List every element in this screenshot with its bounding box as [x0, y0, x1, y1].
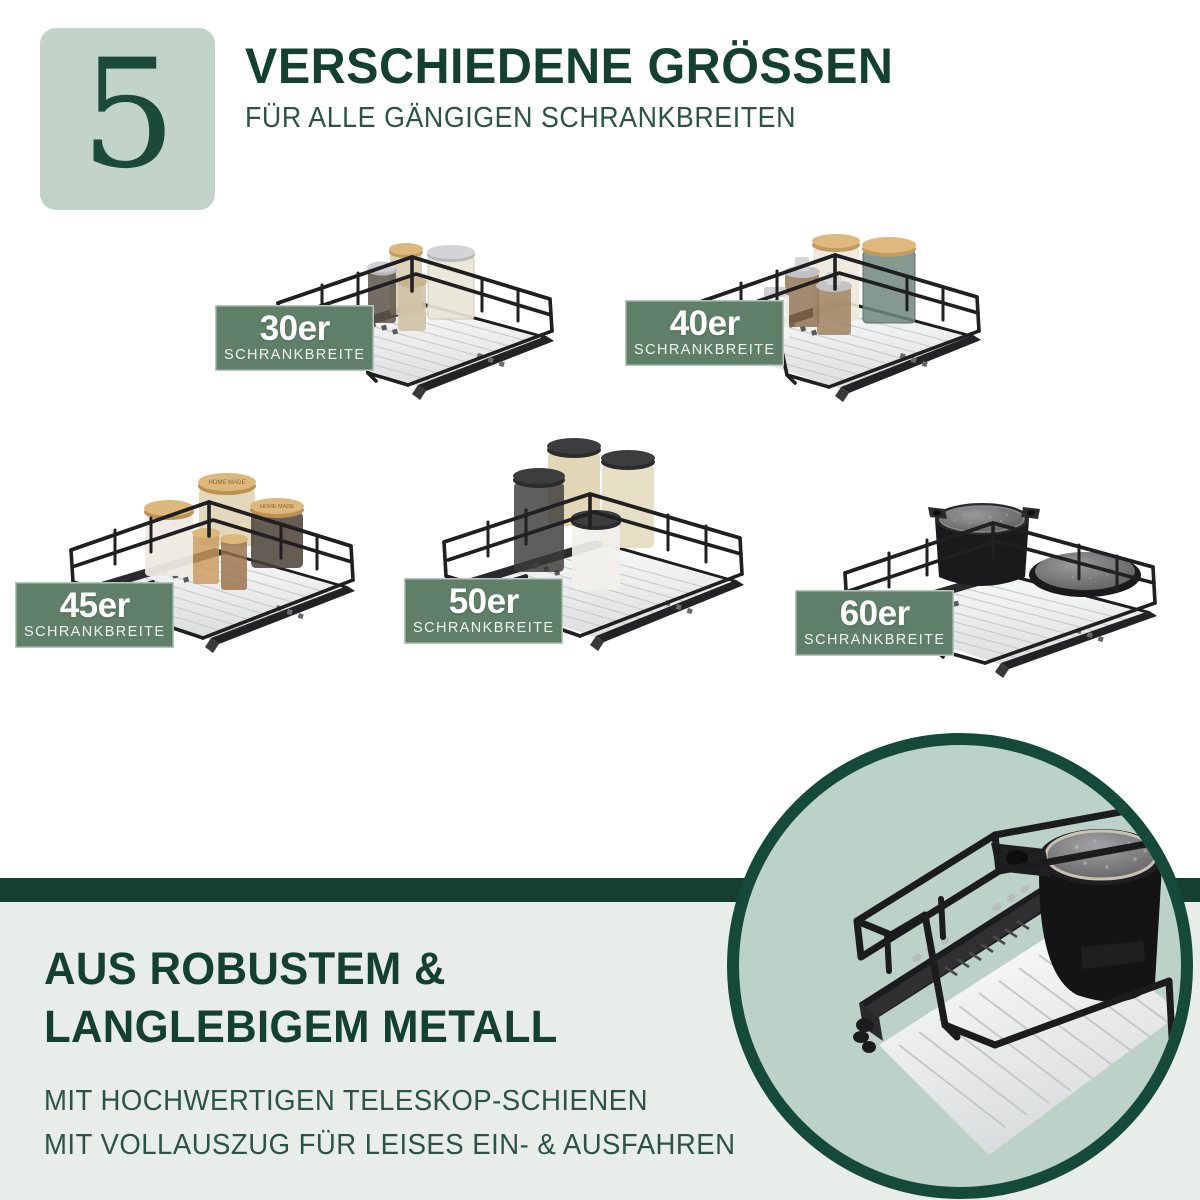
size-badge-45er: 45er SCHRANKBREITE: [15, 582, 175, 648]
svg-text:HOME MADE: HOME MADE: [260, 504, 294, 510]
bottom-subtext-line1: MIT HOCHWERTIGEN TELESKOP-SCHIENEN: [44, 1085, 648, 1118]
top-section: 5 VERSCHIEDENE GRÖSSEN FÜR ALLE GÄNGIGEN…: [15, 28, 1185, 680]
detail-circle-ring: [727, 733, 1193, 1199]
product-40er: 40er SCHRANKBREITE: [625, 195, 1005, 410]
size-badge-caption: SCHRANKBREITE: [224, 347, 366, 364]
product-45er: HOME MADE HOME MADE: [15, 440, 375, 670]
size-badge-50er: 50er SCHRANKBREITE: [404, 578, 564, 644]
count-badge: 5: [40, 28, 215, 210]
size-badge-30er: 30er SCHRANKBREITE: [215, 305, 375, 371]
size-badge-caption: SCHRANKBREITE: [413, 620, 555, 637]
bottom-headline-line2: LANGLEBIGEM METALL: [44, 1000, 558, 1052]
product-30er: 30er SCHRANKBREITE: [215, 195, 580, 410]
size-badge-label: 30er: [259, 309, 331, 348]
page-title: VERSCHIEDENE GRÖSSEN: [245, 38, 894, 94]
bottom-headline-line1: AUS ROBUSTEM &: [44, 943, 446, 994]
size-badge-60er: 60er SCHRANKBREITE: [795, 590, 955, 656]
size-badge-label: 45er: [59, 586, 131, 625]
product-50er: 50er SCHRANKBREITE: [404, 430, 765, 670]
page-subtitle: FÜR ALLE GÄNGIGEN SCHRANKBREITEN: [245, 101, 796, 134]
header-text-group: VERSCHIEDENE GRÖSSEN FÜR ALLE GÄNGIGEN S…: [245, 40, 1145, 135]
product-image-50er: [442, 438, 744, 651]
bottom-subtext-group: MIT HOCHWERTIGEN TELESKOP-SCHIENEN MIT V…: [44, 1079, 772, 1167]
detail-circle-image: [853, 801, 1181, 1155]
size-badge-40er: 40er SCHRANKBREITE: [625, 300, 785, 366]
header: 5 VERSCHIEDENE GRÖSSEN FÜR ALLE GÄNGIGEN…: [40, 28, 1160, 213]
detail-circle: [727, 733, 1193, 1199]
svg-text:HOME MADE: HOME MADE: [208, 480, 245, 486]
size-badge-label: 50er: [448, 582, 520, 621]
size-badge-label: 40er: [669, 304, 741, 343]
bottom-subtext-line2: MIT VOLLAUSZUG FÜR LEISES EIN- & AUSFAHR…: [44, 1129, 736, 1162]
size-badge-caption: SCHRANKBREITE: [24, 624, 166, 641]
product-image-30er: [276, 243, 554, 400]
size-badge-caption: SCHRANKBREITE: [804, 632, 946, 649]
bottom-text-group: AUS ROBUSTEM & LANGLEBIGEM METALL MIT HO…: [44, 940, 772, 1167]
product-60er: 60er SCHRANKBREITE: [795, 465, 1185, 680]
size-badge-label: 60er: [839, 594, 911, 633]
size-badge-caption: SCHRANKBREITE: [634, 342, 776, 359]
count-badge-number: 5: [80, 28, 176, 202]
